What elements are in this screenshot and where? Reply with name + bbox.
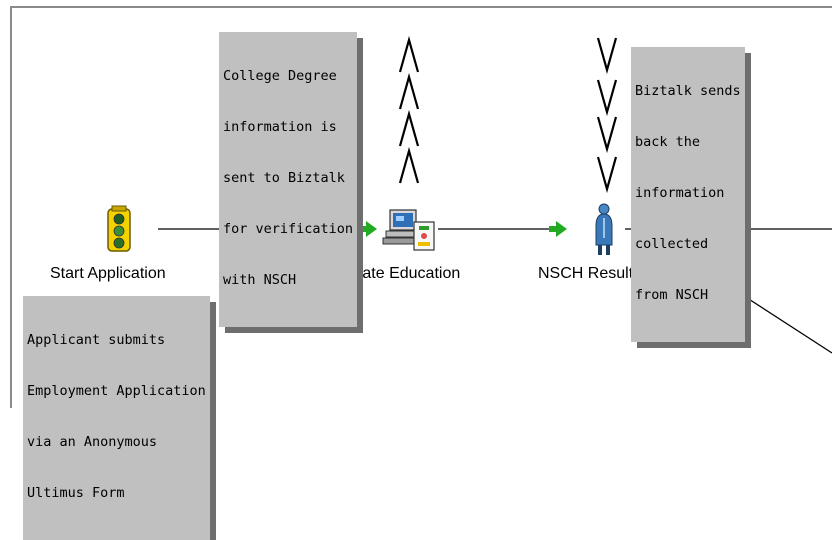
note-line: for verification [223,221,354,237]
note-line: via an Anonymous [27,434,158,450]
arrow-right-icon [359,221,377,237]
traffic-light-icon[interactable] [107,205,131,252]
person-icon[interactable] [595,203,613,255]
up-chevron-icon [398,109,420,147]
note-line: back the [635,134,701,150]
node-label-nsch-results: NSCH Results [538,265,642,282]
node-label-validate-education: Validate Education [328,265,461,282]
arrow-right-icon [549,221,567,237]
note-line: Biztalk sends [635,83,741,99]
note-applicant-submits: Applicant submits Employment Application… [23,296,210,540]
note-line: sent to Biztalk [223,170,345,186]
note-line: Employment Application [27,383,206,399]
diagram-canvas: Start Application Validate Education NSC… [10,6,832,540]
up-chevron-icon [398,146,420,184]
down-chevrons [596,37,618,194]
up-chevron-icon [398,35,420,73]
down-chevron-icon [596,156,618,194]
down-chevron-icon [596,116,618,154]
down-chevron-icon [596,37,618,75]
node-label-start-application: Start Application [50,265,166,282]
note-biztalk-sends-back: Biztalk sends back the information colle… [631,47,745,342]
note-line: collected [635,236,709,252]
note-line: with NSCH [223,272,297,288]
note-line: information is [223,119,337,135]
note-line: from NSCH [635,287,709,303]
up-chevron-icon [398,72,420,110]
up-chevrons [398,35,420,184]
computer-workstation-icon[interactable] [382,209,435,251]
note-line: College Degree [223,68,337,84]
down-chevron-icon [596,79,618,117]
note-line: Ultimus Form [27,485,125,501]
note-college-degree: College Degree information is sent to Bi… [219,32,358,327]
diagram-svg [107,35,832,354]
note-line: information [635,185,725,201]
note-line: Applicant submits [27,332,166,348]
